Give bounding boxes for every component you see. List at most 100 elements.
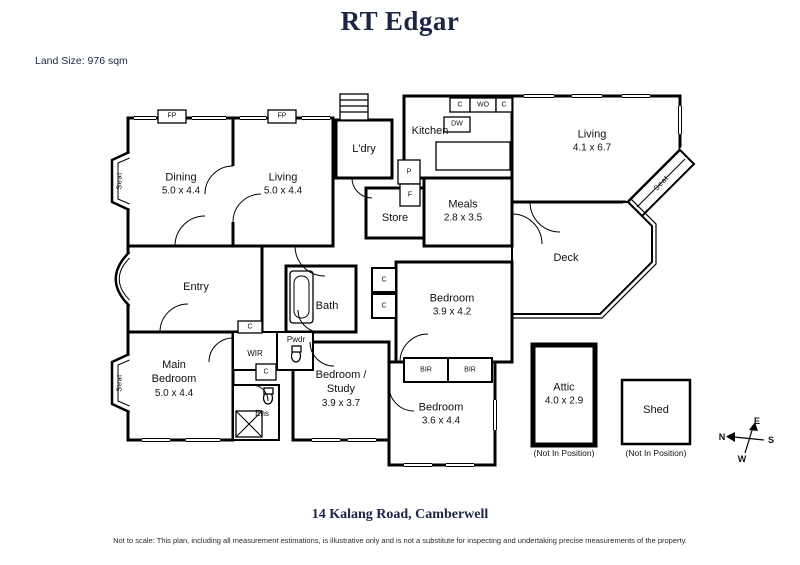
fireplace-label: FP bbox=[167, 112, 177, 120]
room-label-dining: Dining 5.0 x 4.4 bbox=[162, 170, 200, 197]
bay-windows-left bbox=[110, 150, 131, 414]
room-name: Ens bbox=[255, 408, 269, 418]
room-name: Main Bedroom bbox=[151, 359, 197, 386]
room-name: Store bbox=[381, 211, 409, 224]
room-label-meals: Meals 2.8 x 3.5 bbox=[444, 197, 482, 224]
room-dims: 2.8 x 3.5 bbox=[443, 212, 483, 224]
room-label-deck: Deck bbox=[553, 251, 578, 265]
cupboard-box bbox=[371, 293, 397, 319]
room-label-entry: Entry bbox=[183, 280, 209, 294]
fireplace-box bbox=[267, 109, 297, 124]
room-name: Entry bbox=[183, 280, 209, 293]
built-in-robe-box bbox=[447, 357, 493, 383]
dishwasher-box bbox=[443, 116, 471, 133]
room-label-living-rear: Living 4.1 x 6.7 bbox=[573, 127, 611, 154]
cupboard-box bbox=[371, 267, 397, 293]
room-dims: 5.0 x 4.4 bbox=[263, 185, 303, 197]
room-name: WIR bbox=[247, 348, 263, 358]
room-name: Kitchen bbox=[411, 124, 449, 137]
room-label-laundry: L'dry bbox=[352, 142, 376, 156]
room-dims: 3.9 x 3.7 bbox=[321, 397, 361, 409]
room-name: L'dry bbox=[352, 142, 376, 155]
room-label-bath: Bath bbox=[316, 299, 339, 313]
compass-east-label: E bbox=[753, 416, 761, 426]
deck-outline bbox=[511, 197, 657, 319]
window-seat-label: Seat bbox=[114, 172, 124, 190]
dishwasher-label: DW bbox=[451, 120, 463, 128]
room-name: Meals bbox=[448, 198, 478, 211]
room-label-store: Store bbox=[382, 211, 408, 225]
cupboard-box bbox=[237, 320, 263, 334]
room-dims: 5.0 x 4.4 bbox=[161, 185, 201, 197]
room-label-ensuite: Ens bbox=[255, 409, 269, 419]
built-in-robe-label: BIR bbox=[464, 366, 476, 374]
compass-north-label: N bbox=[718, 432, 726, 442]
exterior-walls bbox=[126, 94, 682, 467]
compass-rose bbox=[726, 422, 765, 454]
room-name: Dining bbox=[165, 171, 197, 184]
room-label-attic: Attic 4.0 x 2.9 bbox=[545, 380, 583, 407]
room-outline-meals bbox=[422, 176, 514, 248]
room-dims: 4.1 x 6.7 bbox=[572, 142, 612, 154]
pantry-label: P bbox=[406, 168, 412, 176]
compass-east-arrow bbox=[749, 422, 758, 431]
room-label-bedroom-2: Bedroom 3.6 x 4.4 bbox=[419, 400, 464, 427]
fireplace-box bbox=[157, 109, 187, 124]
room-label-wir: WIR bbox=[247, 349, 263, 359]
cupboard-label: C bbox=[263, 368, 269, 376]
cupboard-label: C bbox=[381, 302, 387, 310]
room-label-kitchen: Kitchen bbox=[412, 124, 449, 138]
room-dims: 5.0 x 4.4 bbox=[154, 387, 194, 399]
room-name: Living bbox=[577, 128, 607, 141]
room-name: Bedroom / Study bbox=[315, 369, 367, 396]
room-name: Bedroom bbox=[418, 401, 464, 414]
room-name: Pwdr bbox=[286, 334, 306, 344]
wall-oven-label: WO bbox=[476, 101, 490, 109]
built-in-robe-label: BIR bbox=[420, 366, 432, 374]
room-label-powder: Pwdr bbox=[287, 335, 305, 345]
compass-west-label: W bbox=[737, 454, 747, 464]
brand-logo: RT Edgar bbox=[340, 6, 460, 36]
kitchen-island bbox=[435, 141, 511, 171]
disclaimer-text: Not to scale: This plan, including all m… bbox=[113, 536, 687, 545]
room-name: Bath bbox=[315, 299, 339, 312]
room-outline-wir bbox=[232, 331, 278, 371]
fireplace-label: FP bbox=[277, 112, 287, 120]
cupboard-label: C bbox=[457, 101, 463, 109]
attic-shed-outlines bbox=[530, 342, 692, 448]
room-label-living-front: Living 5.0 x 4.4 bbox=[264, 170, 302, 197]
room-dims: 3.9 x 4.2 bbox=[432, 306, 472, 318]
window-seat-label: Seat bbox=[114, 374, 124, 392]
room-label-bedroom-study: Bedroom / Study 3.9 x 3.7 bbox=[311, 368, 371, 410]
cupboard-label: C bbox=[247, 323, 253, 331]
fridge-box bbox=[399, 183, 421, 207]
cupboard-label: C bbox=[501, 101, 507, 109]
room-name: Bedroom bbox=[429, 292, 475, 305]
door-arcs bbox=[159, 165, 561, 412]
windows bbox=[134, 93, 683, 468]
land-size-label: Land Size: 976 sqm bbox=[35, 55, 128, 67]
cupboard-label: C bbox=[381, 276, 387, 284]
room-name: Living bbox=[268, 171, 298, 184]
room-name: Deck bbox=[553, 251, 579, 264]
stairs bbox=[339, 93, 369, 121]
compass-north-arrow bbox=[726, 432, 735, 442]
room-dims: 3.6 x 4.4 bbox=[421, 415, 461, 427]
attic-position-note: (Not In Position) bbox=[533, 448, 595, 458]
fixtures-joinery bbox=[157, 93, 513, 438]
property-address: 14 Kalang Road, Camberwell bbox=[311, 507, 489, 522]
room-label-main-bedroom: Main Bedroom 5.0 x 4.4 bbox=[146, 358, 202, 400]
room-outline-attic bbox=[530, 342, 598, 448]
cupboard-box bbox=[495, 97, 513, 113]
room-label-bedroom-1: Bedroom 3.9 x 4.2 bbox=[430, 291, 475, 318]
room-outline-shed bbox=[620, 378, 692, 446]
fridge-label: F bbox=[407, 191, 413, 199]
cupboard-box bbox=[255, 363, 277, 381]
shed-position-note: (Not In Position) bbox=[625, 448, 687, 458]
room-name: Shed bbox=[643, 403, 669, 416]
room-dims: 4.0 x 2.9 bbox=[544, 395, 584, 407]
compass-south-label: S bbox=[767, 435, 775, 445]
room-label-shed: Shed bbox=[643, 403, 669, 417]
bay-seat-right bbox=[619, 144, 696, 218]
